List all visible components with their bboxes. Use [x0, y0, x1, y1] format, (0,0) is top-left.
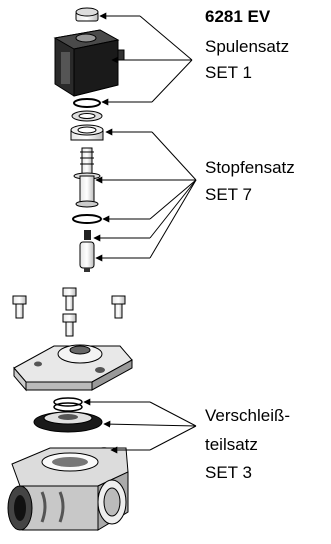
wear-set-arrows	[83, 398, 197, 454]
wear-set-number: SET 3	[205, 463, 252, 482]
plunger-set-arrows	[93, 128, 197, 262]
spacer-ring	[71, 110, 103, 122]
o-ring-1	[73, 98, 101, 108]
diaphragm	[33, 411, 103, 433]
coil-set-name: Spulensatz	[205, 37, 290, 56]
wear-set-name-line1: Verschleiß-	[205, 406, 291, 425]
plunger	[79, 241, 95, 272]
coil	[53, 29, 125, 97]
top-nut	[75, 7, 99, 22]
armature-tube	[73, 147, 101, 208]
lock-nut	[70, 124, 104, 141]
plunger-spring	[84, 230, 91, 240]
coil-set-title: 6281 EV	[205, 7, 271, 26]
plunger-set-name: Stopfensatz	[205, 158, 295, 177]
coil-set-arrows	[99, 12, 193, 106]
plunger-set-number: SET 7	[205, 185, 252, 204]
bonnet-screws	[12, 287, 126, 337]
valve-bonnet	[13, 344, 133, 392]
o-ring-2	[72, 214, 102, 224]
diaphragm-spring	[53, 397, 83, 412]
coil-set-number: SET 1	[205, 63, 252, 82]
valve-body	[7, 447, 129, 531]
wear-set-name-line2: teilsatz	[205, 435, 258, 454]
